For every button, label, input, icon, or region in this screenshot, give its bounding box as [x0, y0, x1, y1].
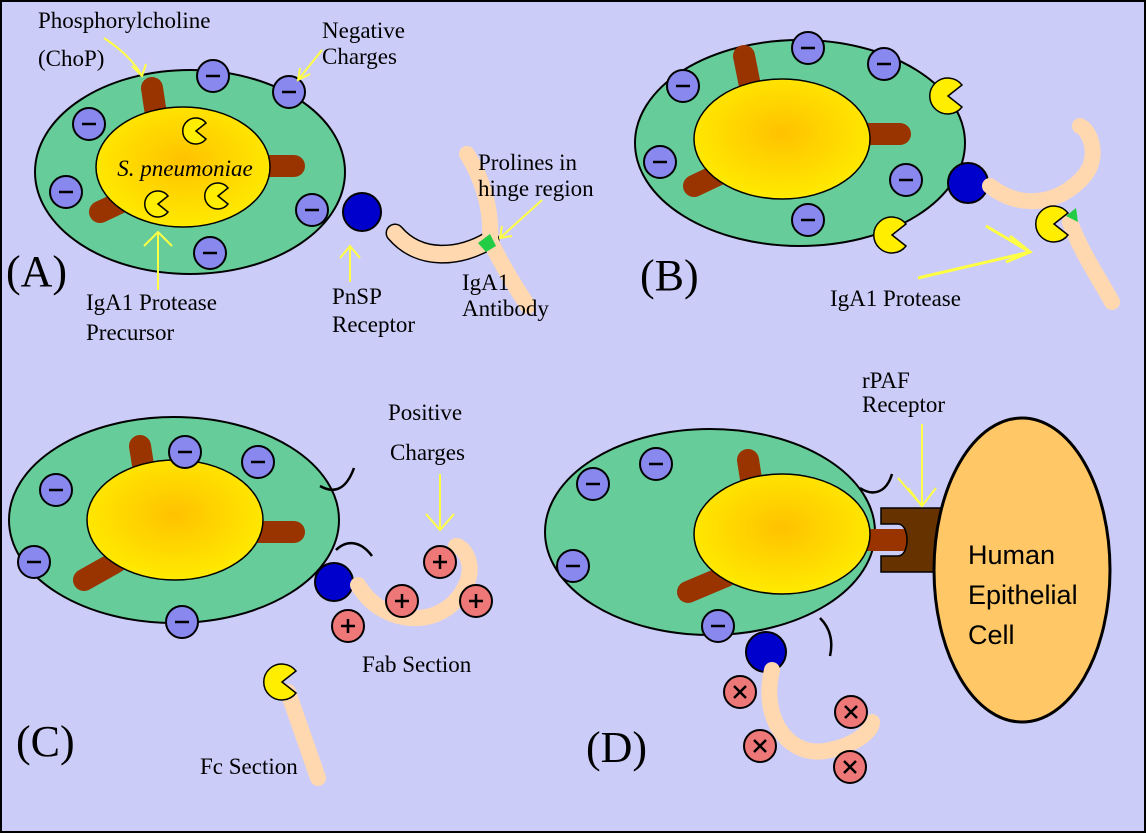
cell-body-a: [95, 106, 271, 228]
neutralised-charge: [832, 749, 868, 785]
antibody-label: Antibody: [462, 296, 549, 321]
rpaf-receptor-label: Receptor: [862, 392, 945, 417]
rpaf-receptor: [880, 507, 949, 573]
cleaved-protease-loop: [859, 473, 894, 494]
panel-d: rPAF Receptor Human Epithelial Cell (D): [544, 368, 1112, 785]
panel-tag-c: (C): [16, 717, 75, 766]
negative-charge: [48, 174, 84, 210]
protease-precursor-label: IgA1 Protease: [86, 290, 217, 315]
iga1-protease-label: IgA1 Protease: [830, 286, 961, 311]
species-label: S. pneumoniae: [117, 156, 252, 181]
pnsp-receptor-label: Receptor: [332, 312, 415, 337]
negative-charge: [240, 444, 276, 480]
negative-charge: [192, 235, 228, 271]
hinge-region-label: hinge region: [478, 176, 594, 201]
positive-charge: [384, 583, 420, 619]
charges-label: Charges: [322, 44, 397, 69]
cell-body-b: [693, 78, 871, 200]
iga1-label: IgA1: [462, 270, 509, 295]
pnsp-receptor: [342, 192, 382, 232]
fab-section-label: Fab Section: [362, 652, 472, 677]
negative-charge: [16, 544, 52, 580]
negative-charge: [790, 30, 826, 66]
cleaved-protease-loop: [819, 617, 833, 657]
positive-charge: [330, 608, 366, 644]
negative-charge: [294, 192, 330, 228]
cell-body-c: [86, 459, 264, 581]
fc-section-label: Fc Section: [200, 754, 298, 779]
epithelial-label: Epithelial: [968, 580, 1078, 610]
positive-label: Positive: [388, 400, 462, 425]
neutralised-charge: [722, 674, 758, 710]
choline-stalk: [677, 565, 737, 603]
negative-charge: [866, 46, 902, 82]
panel-tag-b: (B): [640, 251, 699, 300]
negative-charge: [164, 604, 200, 640]
prolines-label: Prolines in: [478, 150, 578, 175]
negative-charge: [575, 466, 611, 502]
positive-charge: [458, 583, 494, 619]
panel-tag-d: (D): [586, 723, 647, 772]
positive-charge: [422, 544, 458, 580]
phosphorylcholine-label: Phosphorylcholine: [38, 8, 211, 33]
hinge-marker: [478, 234, 496, 252]
cleaved-protease-loop: [335, 542, 373, 557]
annotation-arrows-d: [897, 424, 937, 508]
cell-label: Cell: [968, 620, 1015, 650]
negative-label: Negative: [322, 18, 405, 43]
negative-charge: [555, 548, 591, 584]
positive-charges-label: Charges: [390, 440, 465, 465]
rpaf-label: rPAF: [862, 368, 910, 393]
iga1-antibody-a: [385, 146, 536, 314]
negative-charge: [167, 434, 203, 470]
fc-section: [280, 684, 326, 786]
negative-charge: [888, 162, 924, 198]
negative-charge: [642, 144, 678, 180]
negative-charge: [38, 472, 74, 508]
negative-charge: [71, 106, 107, 142]
negative-charge: [638, 446, 674, 482]
negative-charge: [271, 74, 307, 110]
pnsp-label: PnSP: [332, 284, 382, 309]
cleaved-protease-loop: [319, 467, 356, 491]
annotation-arrows-a: [103, 37, 543, 290]
fab-section-neutralised: [761, 662, 880, 760]
iga1-antibody-b: [982, 118, 1120, 310]
human-label: Human: [968, 540, 1055, 570]
fab-section: [350, 538, 478, 627]
annotation-arrows-b: [917, 224, 1033, 280]
choline-stalk: [73, 551, 127, 591]
annotation-arrows-c: [425, 474, 455, 532]
neutralised-charge: [833, 694, 869, 730]
human-epithelial-cell: [932, 416, 1112, 724]
pnsp-receptor: [314, 562, 354, 602]
negative-charge: [790, 202, 826, 238]
pnsp-receptor: [947, 162, 989, 204]
chop-label: (ChoP): [38, 46, 104, 71]
negative-charge: [195, 58, 231, 94]
protease-precursor-label-2: Precursor: [86, 320, 174, 345]
negative-charge: [665, 68, 701, 104]
panel-b: IgA1 Protease (B): [634, 30, 1120, 311]
panel-tag-a: (A): [6, 247, 67, 296]
panel-c: Positive Charges Fab Section Fc Section …: [8, 400, 494, 786]
panel-a: S. pneumoniae Phosphorylcholine: [6, 8, 594, 345]
neutralised-charge: [742, 728, 778, 764]
cell-body-d: [693, 473, 871, 595]
negative-charge: [700, 608, 736, 644]
